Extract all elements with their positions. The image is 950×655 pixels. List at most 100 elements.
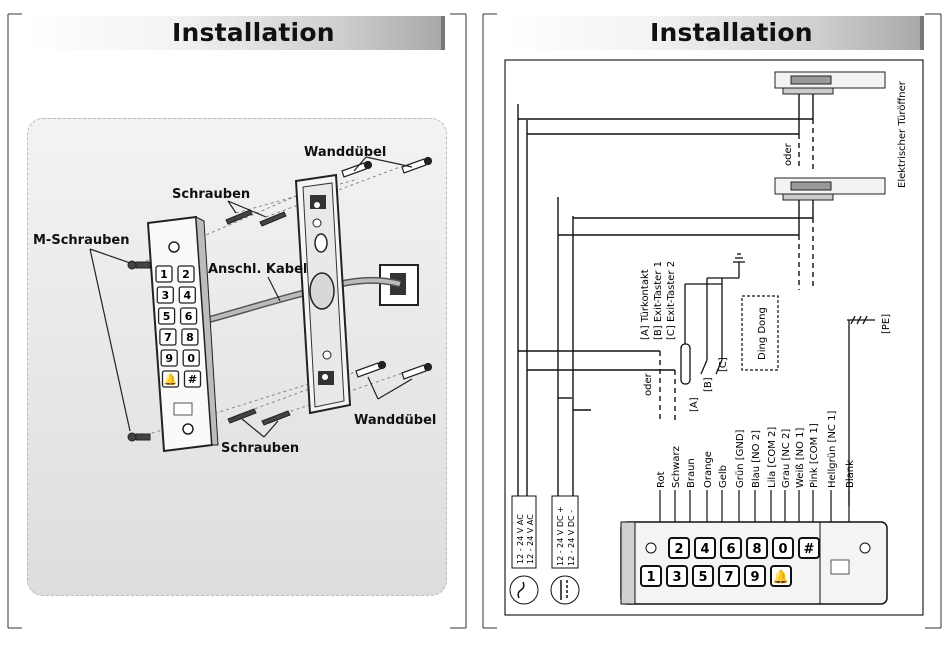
wiring-diagram: Elektrischer Türöffner (504, 59, 924, 616)
keypad-key-label: 2 (674, 542, 683, 557)
label-wall-plugs-bottom: Wanddübel (354, 413, 437, 428)
keypad-key-label: 5 (163, 310, 171, 323)
keypad-key (772, 537, 794, 559)
left-page: Installation (7, 13, 467, 629)
label-screws-bottom: Schrauben (221, 441, 300, 456)
keypad-key-label: 6 (185, 310, 193, 323)
power-dc-1: 12 - 24 V DC + (556, 506, 565, 566)
keypad-key (746, 537, 768, 559)
keypad-key (155, 265, 173, 283)
label-wall-plugs-top: Wanddübel (304, 145, 387, 160)
keypad-key-label: 2 (182, 268, 190, 281)
keypad-key-label: 9 (165, 352, 173, 365)
legend-c: [C] Exit-Taster 2 (666, 261, 677, 340)
keypad-key (181, 328, 199, 346)
keypad-key-label: 1 (646, 570, 655, 585)
wire-label: Lila [COM 2] (767, 427, 778, 488)
keypad-key-label: 8 (752, 542, 761, 557)
wire-lines (659, 490, 850, 524)
keypad-key (692, 565, 714, 587)
wire-label: Rot (656, 471, 667, 488)
keypad-key-label: # (188, 373, 197, 386)
keypad-key (694, 537, 716, 559)
marker-b: [B] (703, 377, 714, 392)
power-dc-2: 12 - 24 V DC - (567, 510, 576, 566)
wire-label: Blau [NO 2] (751, 430, 762, 488)
keypad-key-label: 7 (724, 570, 733, 585)
wire-label: Schwarz (671, 446, 682, 488)
keypad-key (798, 537, 820, 559)
keypad-key (161, 370, 180, 388)
dc-symbol-icon (560, 580, 568, 600)
keypad-key (157, 307, 176, 325)
keypad-key (182, 349, 200, 367)
ac-symbol-icon (517, 581, 525, 599)
page-frame-right (482, 13, 942, 629)
wall-box-icon (379, 264, 419, 306)
keypad-key-label: 8 (186, 331, 194, 344)
doorbell-box (741, 295, 779, 371)
keypad-key (770, 565, 792, 587)
keypad-key (744, 565, 766, 587)
keypad-key (177, 265, 195, 283)
label-cable: Anschl. Kabel (208, 262, 308, 277)
right-page: Installation Elektrischer Türöffner (475, 0, 950, 655)
exit-switches (700, 359, 723, 375)
keypad-key-label: 4 (700, 542, 709, 557)
screw-icons (127, 209, 291, 442)
keypad-key (159, 328, 177, 346)
keypad-key (179, 307, 198, 325)
power-rails (517, 94, 814, 496)
door-opener-icon-bottom (774, 177, 886, 201)
keypad-key (640, 565, 662, 587)
wire-label: Gelb (718, 465, 729, 488)
keypad-key (156, 286, 174, 304)
wire-label: Blank (845, 460, 856, 488)
keypad-key-label: # (804, 542, 815, 557)
door-opener-icon-top (774, 71, 886, 95)
keypad-key-label: 6 (726, 542, 735, 557)
keypad-key (160, 349, 178, 367)
wire-label: Grau [NC 2] (781, 429, 792, 488)
power-dc-box: 12 - 24 V DC + 12 - 24 V DC - (550, 495, 580, 605)
keypad-key-label: 5 (698, 570, 707, 585)
wire-label: Braun (686, 458, 697, 488)
page-frame-left (7, 13, 467, 629)
rfid-icon (830, 559, 850, 575)
power-ac-2: 12 - 24 V AC (526, 514, 535, 564)
wire-label: Orange (703, 451, 714, 488)
marker-c: [C] (718, 357, 729, 372)
keypad-key-label: 0 (187, 352, 195, 365)
keypad-key-label: 🔔 (773, 569, 789, 585)
pe-icon (847, 315, 875, 506)
ground-icon (733, 253, 745, 278)
door-contact-icon (680, 343, 691, 385)
keypad-key (183, 370, 202, 388)
keypad-key-label: 0 (778, 542, 787, 557)
keypad-key-label: 4 (183, 289, 191, 302)
legend-b: [B] Exit-Taster 1 (653, 261, 664, 340)
door-opener-label: Elektrischer Türöffner (897, 80, 908, 188)
keypad-key-label: 3 (672, 570, 681, 585)
power-ac-1: 12 - 24 V AC (516, 514, 525, 564)
keypad-key (668, 537, 690, 559)
wire-label: Hellgrün [NC 1] (827, 411, 838, 488)
keypad-key-label: 1 (160, 268, 168, 281)
keypad-key (718, 565, 740, 587)
title-bar-right: Installation (507, 16, 924, 50)
oder-left: oder (643, 372, 654, 396)
power-ac-box: 12 - 24 V AC 12 - 24 V AC (509, 495, 539, 605)
keypad-key (666, 565, 688, 587)
label-m-screws: M-Schrauben (33, 233, 130, 248)
mounting-plate (294, 173, 352, 415)
keypad-key (178, 286, 196, 304)
keypad-device-horizontal (620, 521, 888, 605)
keypad-key-label: 7 (164, 331, 172, 344)
wall-plug-icons (341, 156, 433, 380)
page-title: Installation (172, 18, 335, 47)
keypad-key-label: 🔔 (164, 373, 178, 386)
keypad-key-label: 9 (750, 570, 759, 585)
